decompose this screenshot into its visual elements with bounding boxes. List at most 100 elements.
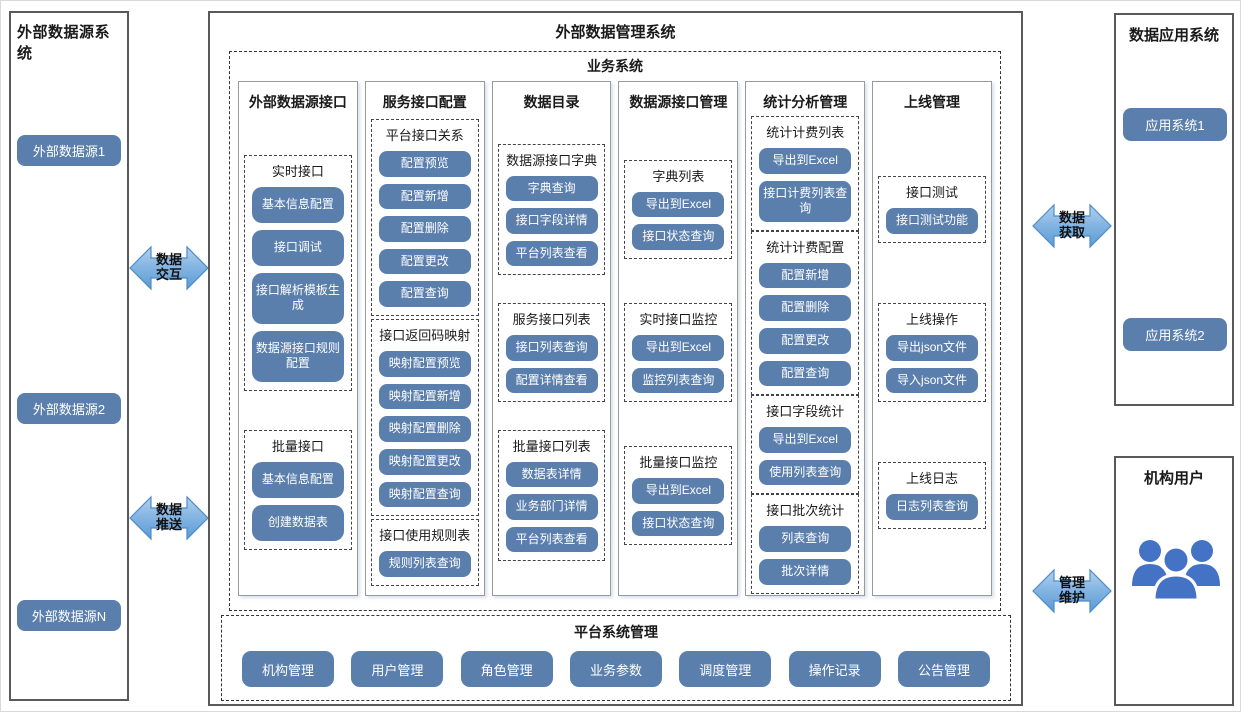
- group-title: 统计计费列表: [766, 125, 845, 140]
- action-button[interactable]: 批次详情: [759, 558, 852, 585]
- group-title: 上线操作: [906, 311, 959, 327]
- action-button[interactable]: 映射配置删除: [378, 416, 471, 442]
- arrow-label: 管理 维护: [1032, 566, 1112, 616]
- group-title: 接口使用规则表: [379, 528, 471, 544]
- panel-external-data-management: 外部数据管理系统 业务系统 外部数据源接口实时接口基本信息配置接口调试接口解析模…: [208, 11, 1023, 706]
- action-button[interactable]: 监控列表查询: [632, 367, 725, 394]
- panel-title: 外部数据源系统: [17, 24, 111, 62]
- business-column-5: 上线管理接口测试接口测试功能上线操作导出json文件导入json文件上线日志日志…: [872, 81, 992, 596]
- group-title: 统计计费配置: [766, 239, 845, 255]
- action-button[interactable]: 配置更改: [378, 248, 471, 275]
- action-button[interactable]: 配置更改: [759, 327, 852, 354]
- business-column-0: 外部数据源接口实时接口基本信息配置接口调试接口解析模板生成数据源接口规则配置批量…: [238, 81, 358, 596]
- action-button[interactable]: 创建数据表: [251, 504, 344, 541]
- function-group: 批量接口基本信息配置创建数据表: [244, 430, 352, 550]
- action-button[interactable]: 导出json文件: [886, 334, 979, 361]
- group-title: 服务接口列表: [512, 311, 591, 327]
- app-system-2-button[interactable]: 应用系统2: [1123, 318, 1227, 351]
- business-system-box: 业务系统 外部数据源接口实时接口基本信息配置接口调试接口解析模板生成数据源接口规…: [229, 51, 1001, 611]
- platform-button[interactable]: 机构管理: [242, 651, 334, 687]
- action-button[interactable]: 数据源接口规则配置: [251, 330, 344, 382]
- double-arrow-icon: [1032, 568, 1112, 614]
- platform-button[interactable]: 公告管理: [897, 651, 990, 687]
- platform-button[interactable]: 操作记录: [788, 651, 881, 687]
- action-button[interactable]: 基本信息配置: [251, 187, 344, 223]
- action-button[interactable]: 规则列表查询: [378, 551, 471, 577]
- action-button[interactable]: 导出到Excel: [632, 191, 725, 218]
- action-button[interactable]: 配置预览: [378, 151, 471, 177]
- arrow-label-line: 推送: [155, 517, 182, 532]
- action-button[interactable]: 平台列表查看: [505, 240, 598, 267]
- group-title: 接口测试: [906, 185, 959, 201]
- platform-button[interactable]: 业务参数: [569, 651, 662, 687]
- action-button[interactable]: 接口字段详情: [505, 208, 598, 234]
- external-source-2-button[interactable]: 外部数据源2: [17, 393, 121, 424]
- action-button[interactable]: 配置删除: [759, 295, 852, 321]
- app-system-1-button[interactable]: 应用系统1: [1123, 108, 1227, 141]
- action-button[interactable]: 配置新增: [378, 183, 471, 210]
- action-button[interactable]: 平台列表查看: [505, 526, 598, 553]
- action-button[interactable]: 导出到Excel: [632, 477, 725, 504]
- external-source-n-button[interactable]: 外部数据源N: [17, 600, 121, 631]
- arrow-label-line: 数据: [155, 502, 182, 518]
- panel-data-application-system: 数据应用系统 应用系统1 应用系统2: [1114, 13, 1234, 406]
- action-button[interactable]: 配置删除: [378, 216, 471, 242]
- action-button[interactable]: 列表查询: [759, 526, 852, 552]
- action-button[interactable]: 映射配置查询: [378, 481, 471, 508]
- platform-button[interactable]: 用户管理: [351, 651, 444, 687]
- action-button[interactable]: 接口状态查询: [632, 224, 725, 251]
- business-column-2: 数据目录数据源接口字典字典查询接口字段详情平台列表查看服务接口列表接口列表查询配…: [491, 81, 612, 596]
- group-title: 接口字段统计: [766, 404, 845, 420]
- action-button[interactable]: 基本信息配置: [251, 462, 344, 498]
- function-group: 接口批次统计列表查询批次详情: [751, 494, 860, 594]
- action-button[interactable]: 接口计费列表查询: [759, 180, 852, 222]
- platform-button[interactable]: 调度管理: [679, 651, 772, 687]
- column-title: 服务接口配置: [382, 94, 467, 110]
- function-group: 实时接口基本信息配置接口调试接口解析模板生成数据源接口规则配置: [244, 155, 352, 391]
- action-button[interactable]: 业务部门详情: [505, 494, 598, 520]
- panel-title: 数据应用系统: [1128, 27, 1219, 44]
- action-button[interactable]: 接口列表查询: [505, 334, 598, 361]
- action-button[interactable]: 接口调试: [251, 230, 344, 266]
- action-button[interactable]: 日志列表查询: [886, 494, 979, 520]
- action-button[interactable]: 配置新增: [759, 262, 852, 289]
- function-group: 统计计费列表导出到Excel 接口计费列表查询: [751, 116, 860, 231]
- function-group: 接口返回码映射映射配置预览映射配置新增映射配置删除映射配置更改映射配置查询: [370, 319, 479, 517]
- action-button[interactable]: 配置查询: [378, 281, 471, 308]
- group-title: 数据源接口字典: [506, 152, 598, 168]
- action-button[interactable]: 映射配置更改: [378, 448, 471, 475]
- data-push-arrow: 数据 推送: [129, 493, 209, 543]
- panel-title: 机构用户: [1143, 470, 1204, 487]
- action-button[interactable]: 使用列表查询: [759, 459, 852, 486]
- double-arrow-icon: [1032, 203, 1112, 249]
- action-button[interactable]: 导入json文件: [886, 367, 979, 394]
- action-button[interactable]: 接口状态查询: [632, 510, 725, 537]
- external-source-1-button[interactable]: 外部数据源1: [17, 135, 121, 166]
- platform-buttons: 机构管理用户管理角色管理业务参数调度管理操作记录公告管理: [222, 642, 1010, 687]
- business-columns: 外部数据源接口实时接口基本信息配置接口调试接口解析模板生成数据源接口规则配置批量…: [230, 76, 1000, 606]
- column-groups: 实时接口基本信息配置接口调试接口解析模板生成数据源接口规则配置批量接口基本信息配…: [239, 114, 357, 595]
- action-button[interactable]: 配置查询: [759, 360, 852, 387]
- arrow-label-line: 获取: [1058, 225, 1085, 240]
- action-button[interactable]: 映射配置预览: [378, 351, 471, 377]
- function-group: 接口使用规则表规则列表查询: [370, 519, 479, 586]
- action-button[interactable]: 映射配置新增: [378, 383, 471, 410]
- group-title: 批量接口监控: [639, 454, 718, 470]
- business-system-title: 业务系统: [587, 58, 643, 74]
- action-button[interactable]: 导出到Excel: [759, 148, 852, 174]
- action-button[interactable]: 导出到Excel: [632, 334, 725, 361]
- action-button[interactable]: 配置详情查看: [505, 367, 598, 394]
- function-group: 服务接口列表接口列表查询配置详情查看: [497, 302, 606, 403]
- action-button[interactable]: 字典查询: [505, 175, 598, 202]
- group-title: 实时接口监控: [639, 311, 718, 327]
- action-button[interactable]: 接口测试功能: [886, 208, 979, 234]
- action-button[interactable]: 导出到Excel: [759, 427, 852, 453]
- arrow-label-line: 维护: [1058, 590, 1085, 605]
- panel-title: 外部数据管理系统: [555, 24, 676, 41]
- action-button[interactable]: 接口解析模板生成: [251, 272, 344, 324]
- users-group-icon: [1130, 536, 1222, 602]
- platform-button[interactable]: 角色管理: [460, 651, 553, 687]
- action-button[interactable]: 数据表详情: [505, 461, 598, 488]
